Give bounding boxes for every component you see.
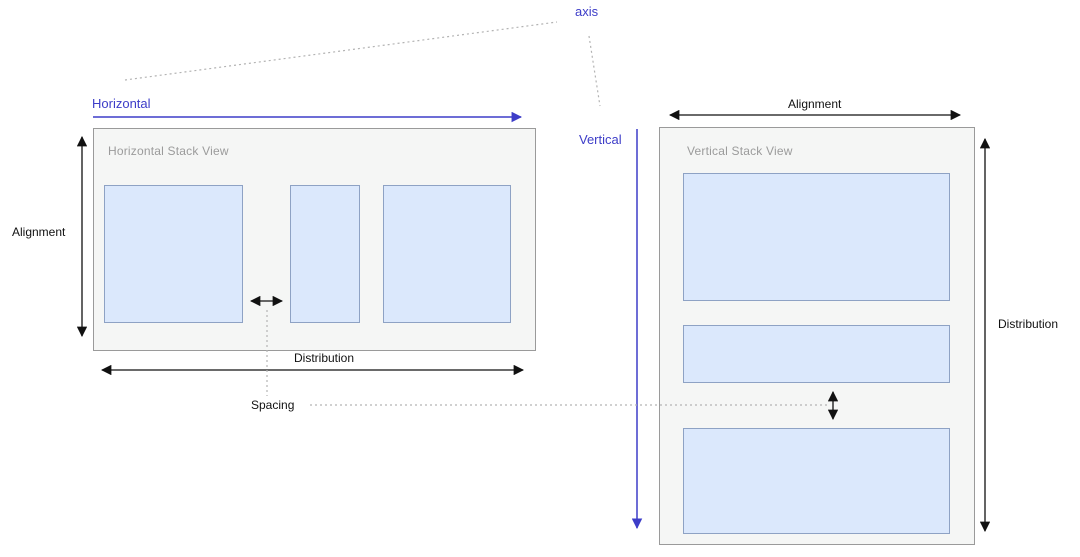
spacing-label: Spacing <box>251 398 295 412</box>
horizontal-distribution-label: Distribution <box>294 351 355 365</box>
vertical-alignment-label: Alignment <box>788 97 842 111</box>
horizontal-stack-title: Horizontal Stack View <box>108 144 229 158</box>
stack-item <box>683 428 950 534</box>
stack-item <box>104 185 243 323</box>
horizontal-axis-label: Horizontal <box>92 96 151 111</box>
stack-item <box>683 325 950 383</box>
vertical-stack-title: Vertical Stack View <box>687 144 793 158</box>
stack-item <box>383 185 511 323</box>
stack-item <box>290 185 360 323</box>
horizontal-alignment-label: Alignment <box>12 225 66 239</box>
axis-label: axis <box>575 4 599 19</box>
stack-item <box>683 173 950 301</box>
vertical-distribution-label: Distribution <box>998 317 1059 331</box>
axis-to-vertical-connector <box>588 35 601 107</box>
axis-to-horizontal-connector <box>124 21 558 81</box>
vertical-axis-label: Vertical <box>579 132 622 147</box>
